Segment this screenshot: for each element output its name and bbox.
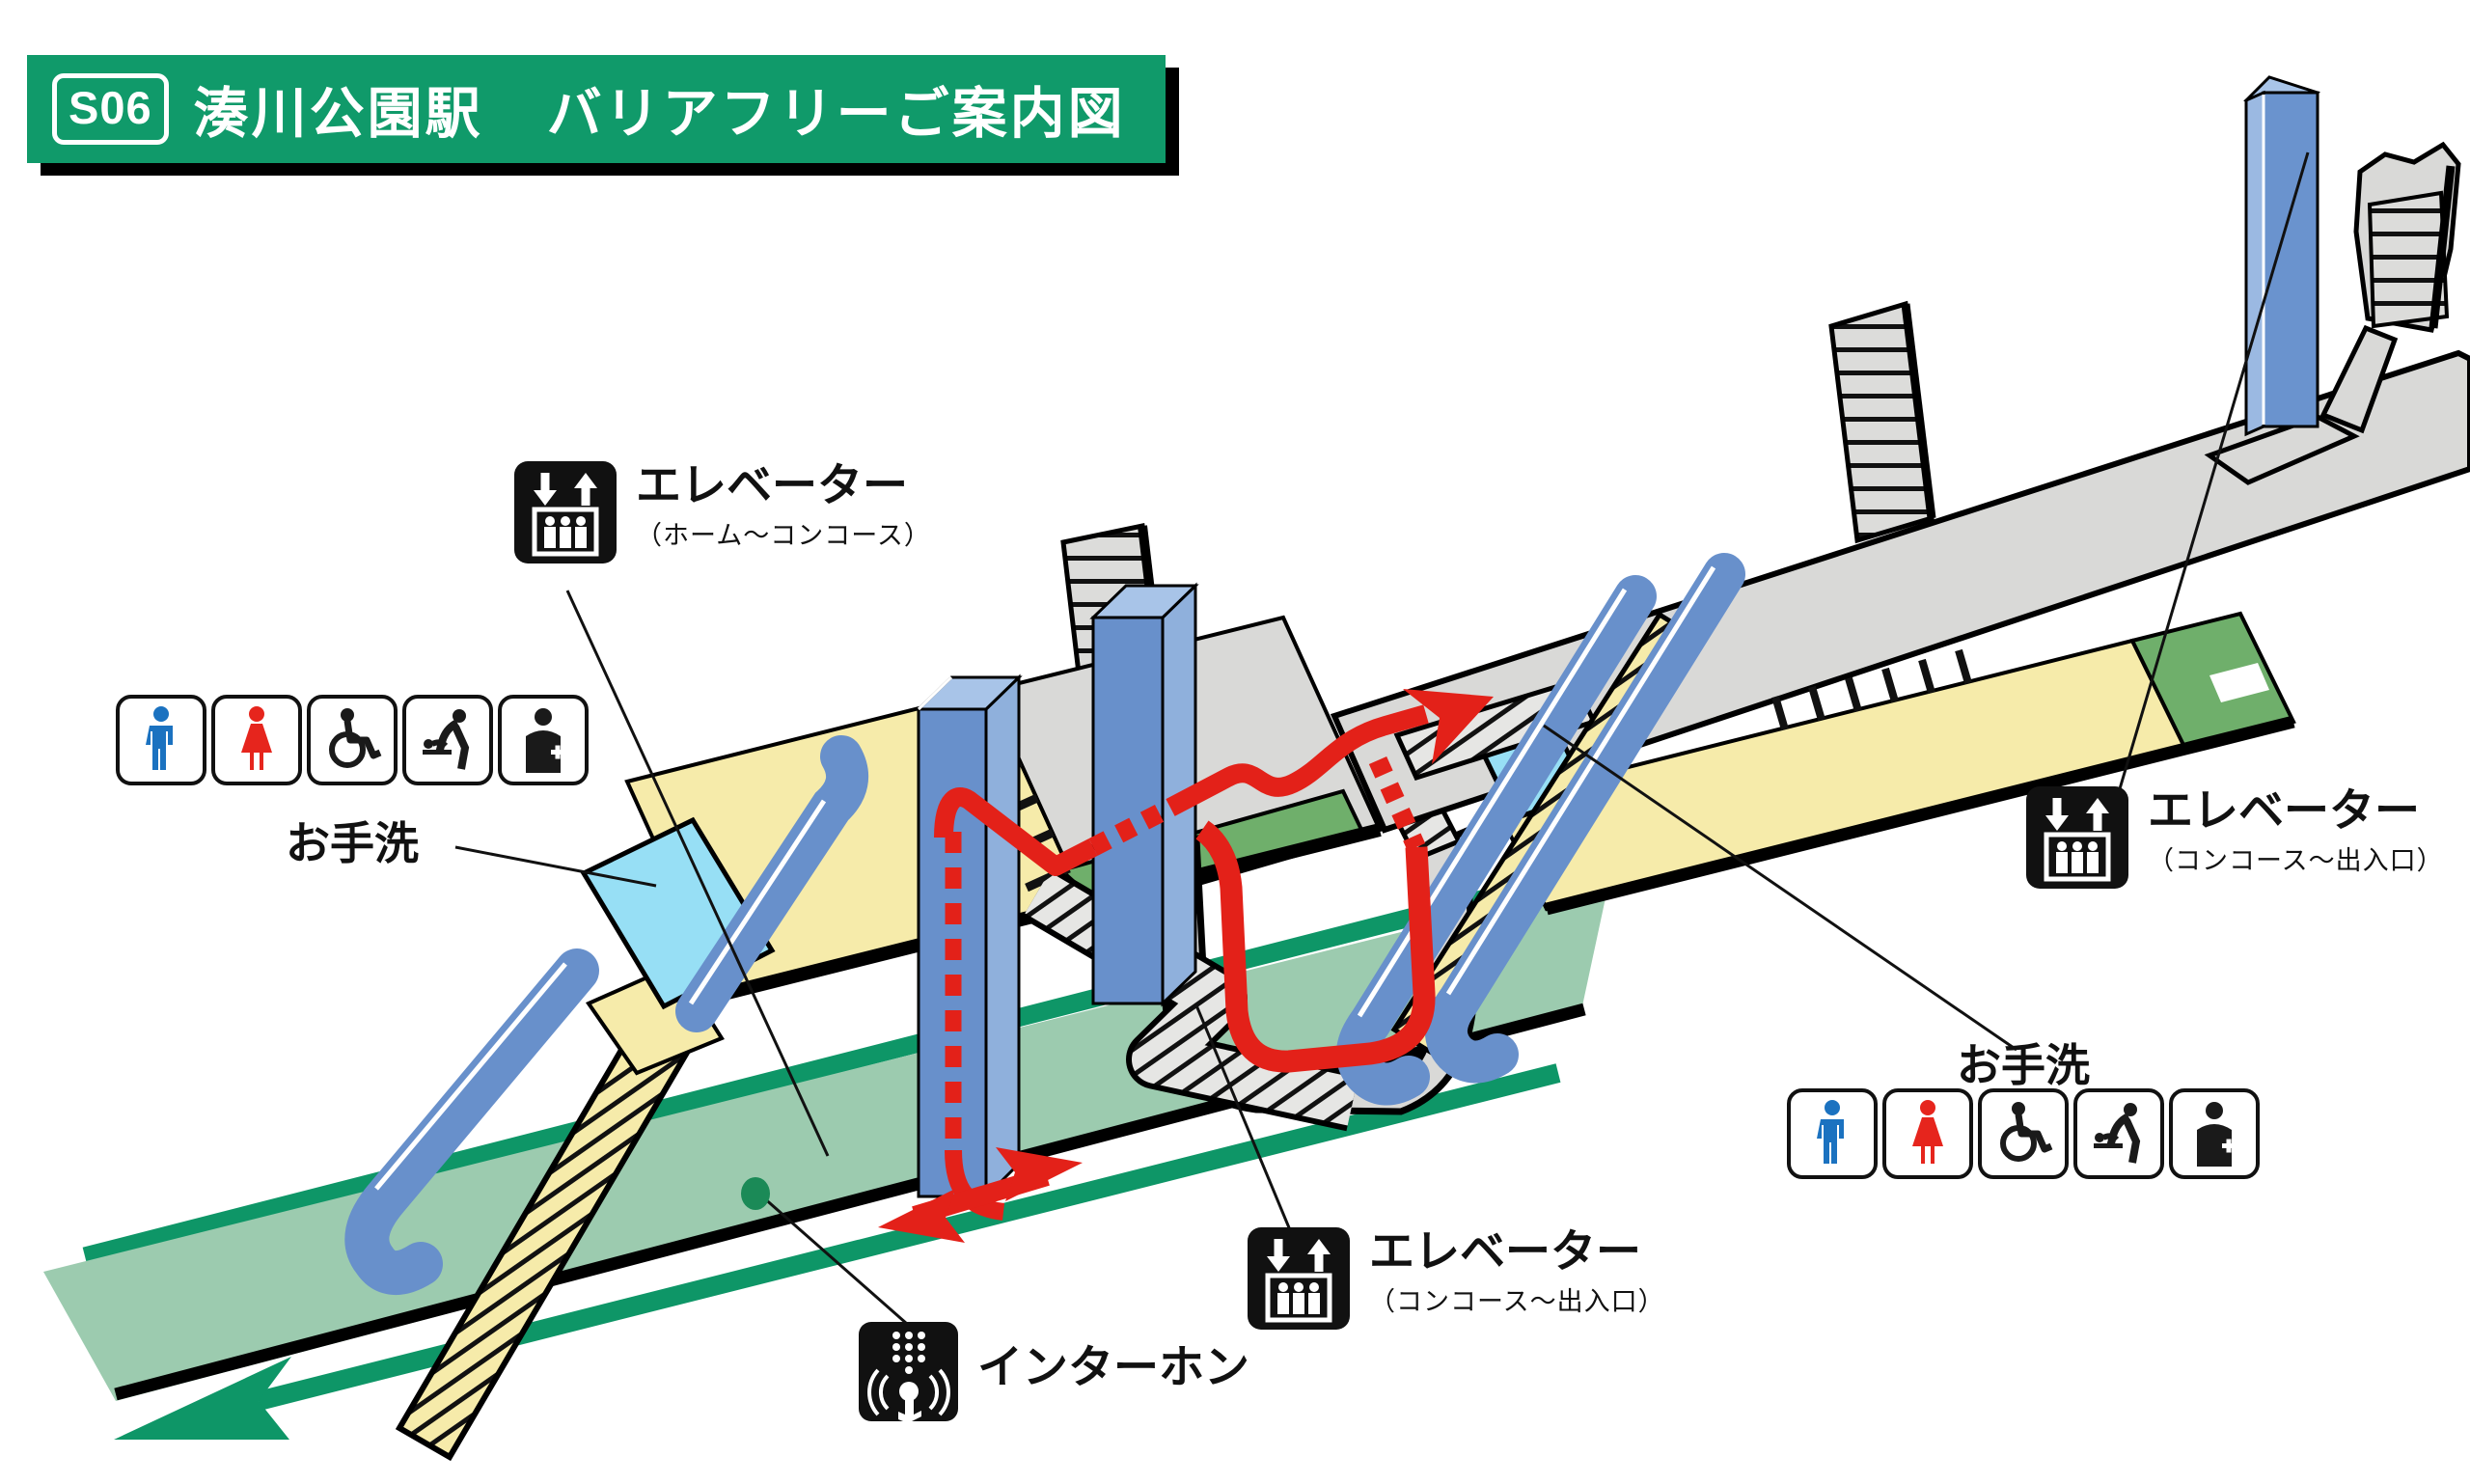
label-elevator-platform-concourse: エレベーター （ホーム～コンコース） bbox=[514, 461, 931, 563]
elevator-shaft-platform-concourse bbox=[915, 673, 1023, 1200]
ostomate-icon bbox=[2169, 1088, 2260, 1179]
baby-changing-icon bbox=[402, 695, 493, 785]
elevator-label: エレベーター bbox=[1369, 1225, 1641, 1277]
barrier-free-route-arrow bbox=[1403, 689, 1494, 764]
wheelchair-accessible-icon bbox=[307, 695, 398, 785]
intercom-location-dot bbox=[741, 1177, 770, 1210]
station-code-badge: S06 bbox=[52, 73, 169, 145]
elevator-icon bbox=[514, 461, 617, 563]
barrier-free-route bbox=[878, 689, 1494, 1243]
right-exit-stairs bbox=[2367, 190, 2450, 329]
baby-changing-icon bbox=[2073, 1088, 2164, 1179]
female-restroom-icon bbox=[1882, 1088, 1973, 1179]
elevator-icon bbox=[1248, 1227, 1350, 1330]
male-restroom-icon bbox=[1787, 1088, 1878, 1179]
elevator-label: エレベーター bbox=[2148, 784, 2420, 836]
left-internal-escalator bbox=[675, 735, 869, 1032]
restroom-left-label: お手洗 bbox=[286, 818, 419, 868]
elevator-label: エレベーター bbox=[636, 459, 908, 510]
label-elevator-concourse-exit-right: エレベーター （コンコース～出入口） bbox=[2026, 786, 2444, 889]
station-name: 湊川公園駅 bbox=[193, 83, 483, 145]
left-escalator-to-platform bbox=[344, 948, 599, 1295]
restroom-icons-left bbox=[116, 695, 589, 785]
restroom-icons-right bbox=[1787, 1088, 2260, 1179]
label-intercom: インターホン bbox=[859, 1322, 1249, 1421]
elevator-sublabel: （ホーム～コンコース） bbox=[636, 521, 931, 551]
page-title: バリアフリーご案内図 bbox=[546, 83, 1126, 145]
female-restroom-icon bbox=[211, 695, 302, 785]
ostomate-icon bbox=[498, 695, 589, 785]
restroom-right-label: お手洗 bbox=[1957, 1040, 2090, 1090]
intercom-label: インターホン bbox=[977, 1341, 1249, 1392]
right-ticket-gates bbox=[1771, 648, 1972, 731]
right-escalator-1 bbox=[1335, 575, 1657, 1106]
elevator-icon bbox=[2026, 786, 2128, 889]
intercom-icon bbox=[859, 1322, 958, 1421]
leader-lines bbox=[454, 151, 2310, 1326]
title-banner: S06 湊川公園駅 バリアフリーご案内図 bbox=[27, 55, 1166, 163]
street-elevator-tower bbox=[2243, 75, 2320, 437]
label-elevator-concourse-exit-center: エレベーター （コンコース～出入口） bbox=[1248, 1227, 1665, 1330]
elevator-shaft-concourse-exit bbox=[1089, 582, 1199, 1007]
elevator-sublabel: （コンコース～出入口） bbox=[1369, 1287, 1665, 1317]
male-restroom-icon bbox=[116, 695, 206, 785]
right-structure bbox=[1330, 75, 2470, 1106]
elevator-sublabel: （コンコース～出入口） bbox=[2148, 846, 2444, 876]
right-escalator-2 bbox=[1424, 553, 1745, 1084]
wheelchair-accessible-icon bbox=[1978, 1088, 2069, 1179]
